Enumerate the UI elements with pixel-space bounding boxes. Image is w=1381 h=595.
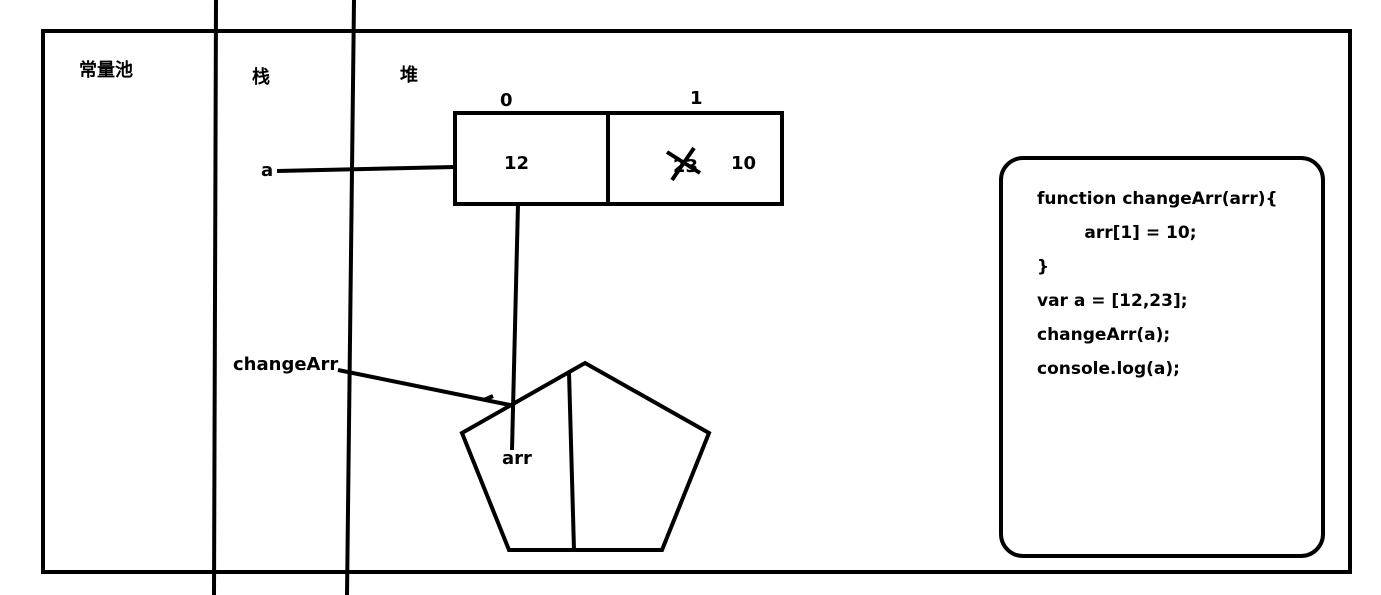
heap-label: 堆	[400, 64, 418, 86]
stack-label: 栈	[252, 66, 270, 88]
array-new-value-1: 10	[731, 153, 756, 174]
code-line: }	[1037, 257, 1050, 277]
code-line: console.log(a);	[1037, 359, 1180, 379]
stack-divider-left	[212, 0, 218, 595]
cross-out-stroke-2	[665, 150, 702, 175]
array-index-0: 0	[500, 90, 513, 111]
stack-var-a: a	[261, 160, 273, 181]
function-param-arr: arr	[502, 448, 532, 469]
code-line: arr[1] = 10;	[1037, 223, 1197, 243]
pointer-array-to-arr	[510, 203, 520, 451]
function-object-pentagon	[459, 360, 712, 552]
array-index-1: 1	[690, 88, 703, 109]
stack-divider-right	[345, 0, 356, 595]
pentagon-inner-line	[567, 371, 576, 551]
code-line: var a = [12,23];	[1037, 291, 1188, 311]
stack-var-changeArr: changeArr	[233, 354, 338, 375]
code-block: function changeArr(arr){ arr[1] = 10; } …	[1037, 182, 1278, 386]
pointer-arrowhead	[483, 394, 494, 402]
pointer-a-to-array	[276, 165, 456, 173]
code-box	[999, 156, 1325, 558]
code-line: changeArr(a);	[1037, 325, 1171, 345]
array-box	[453, 111, 784, 206]
outer-frame	[41, 29, 1352, 574]
array-value-0: 12	[504, 153, 529, 174]
code-line: function changeArr(arr){	[1037, 189, 1278, 209]
pointer-changeArr-to-function	[337, 368, 511, 407]
constant-pool-label: 常量池	[79, 59, 133, 81]
